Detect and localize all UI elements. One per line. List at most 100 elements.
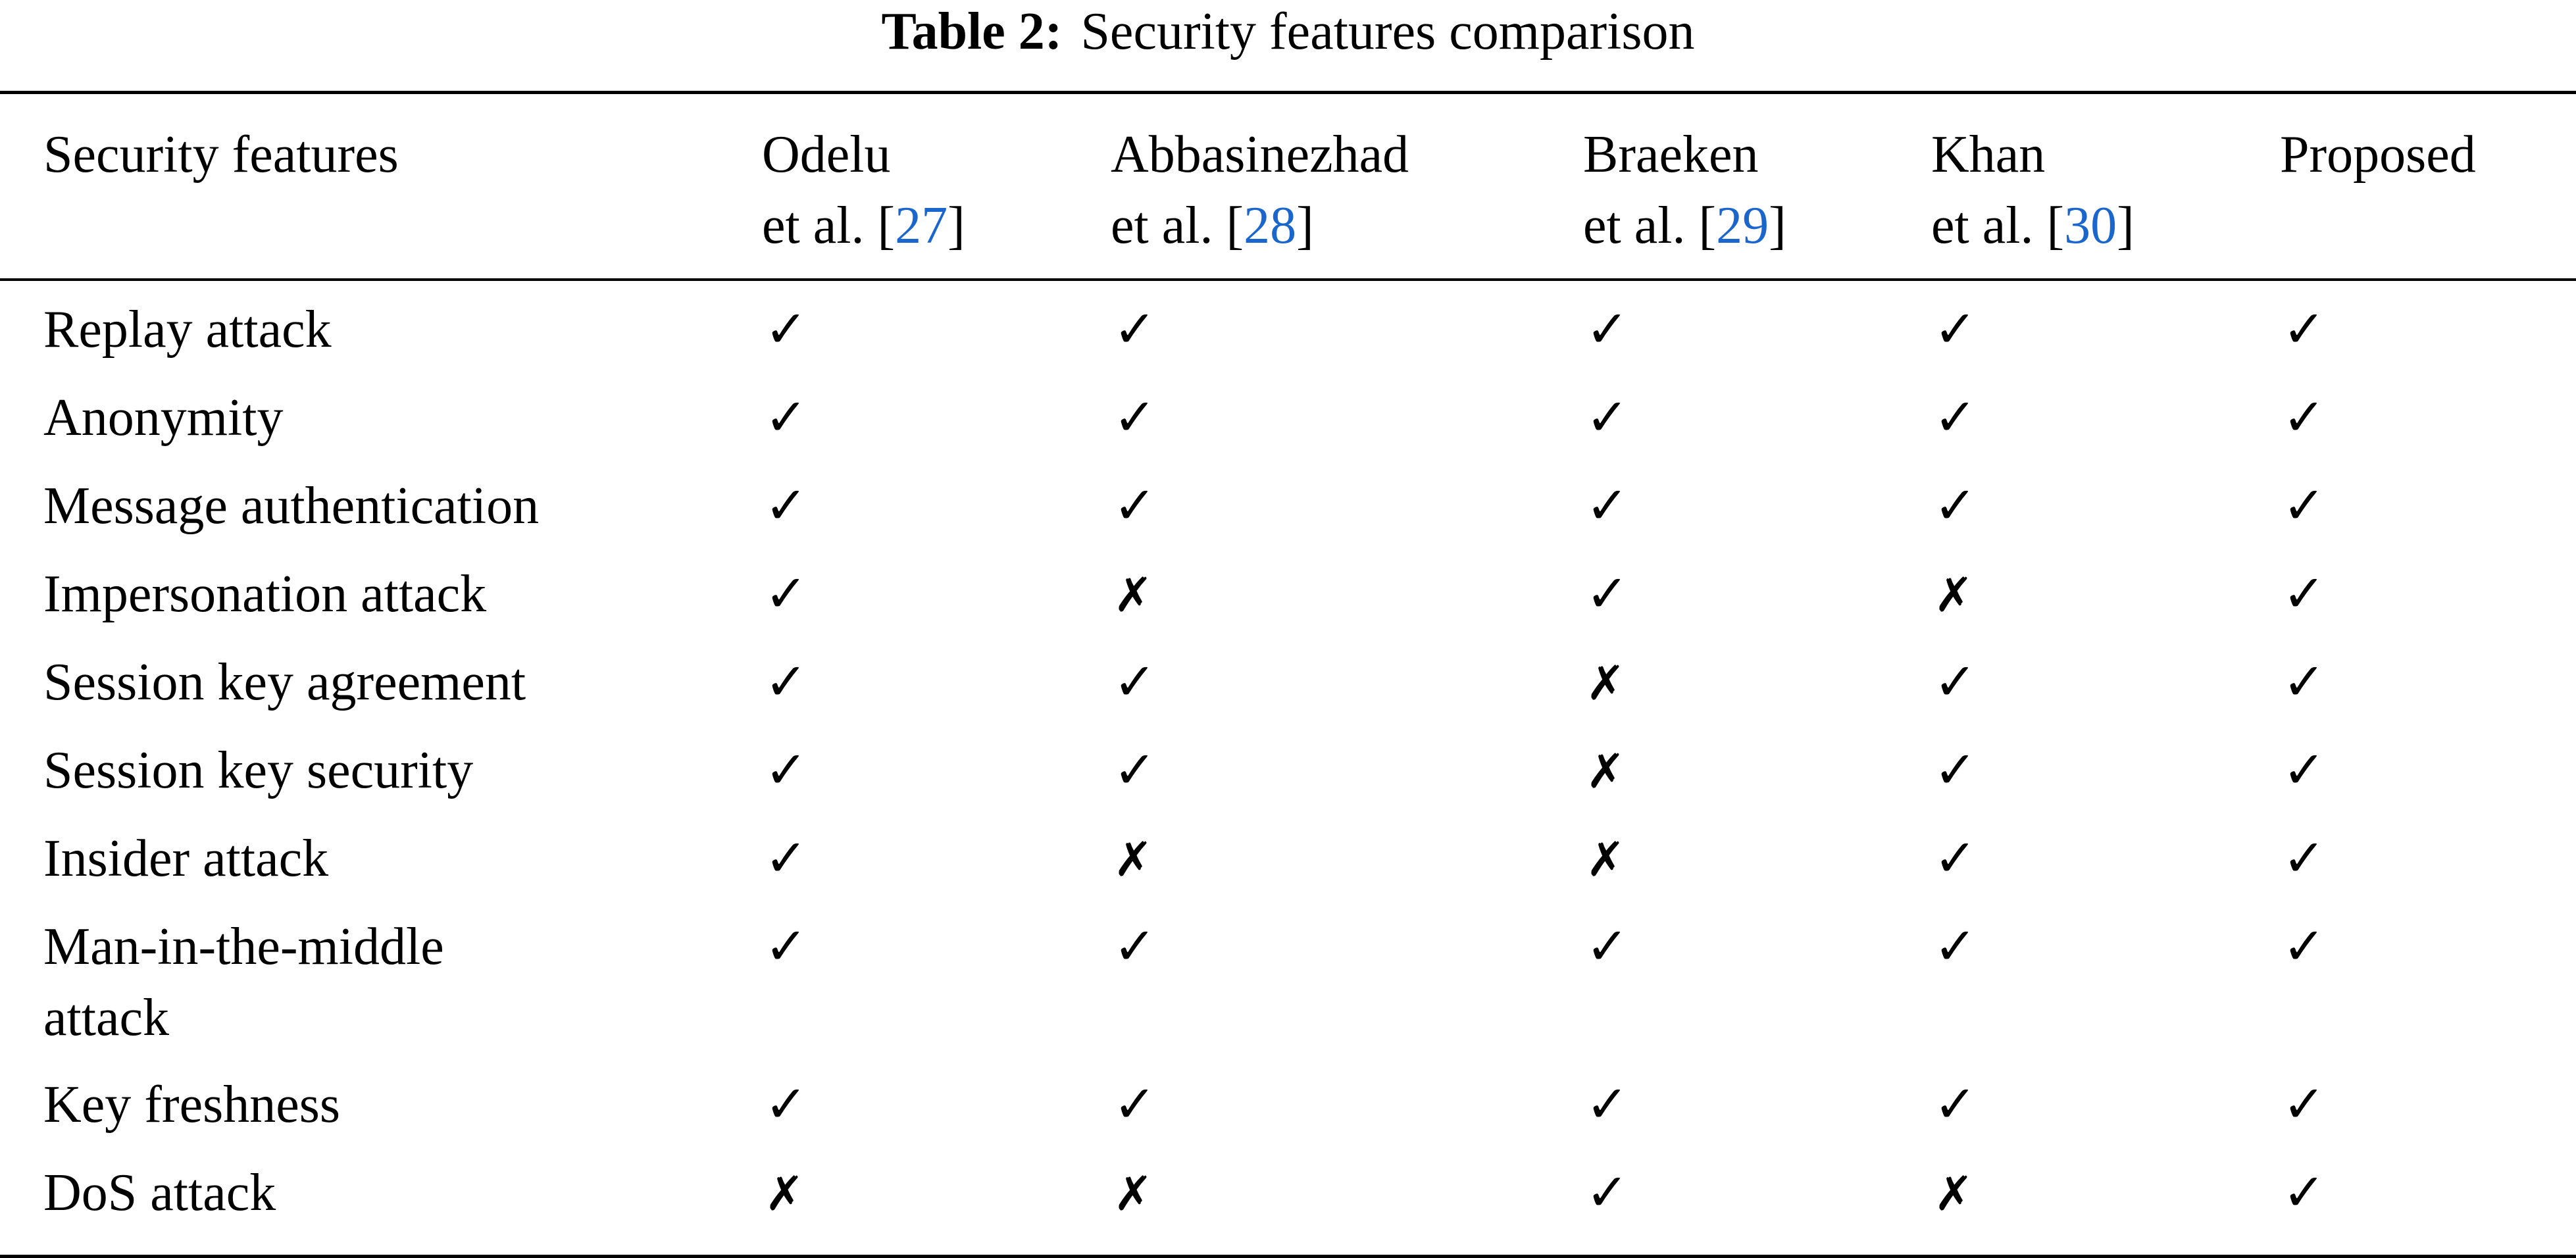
table-caption: Table 2: Security features comparison xyxy=(0,0,2576,63)
table-header: Security features Odelu et al. [27] Abba… xyxy=(0,92,2576,280)
checkmark-icon: ✓ xyxy=(2283,829,2326,888)
security-features-table: Security features Odelu et al. [27] Abba… xyxy=(0,91,2576,1258)
support-cell: ✓ xyxy=(2280,1069,2576,1157)
checkmark-icon: ✓ xyxy=(1113,1075,1157,1134)
header-row: Security features Odelu et al. [27] Abba… xyxy=(0,92,2576,280)
checkmark-icon: ✓ xyxy=(765,741,808,800)
header-citation: et al. [29] xyxy=(1583,197,1786,255)
support-cell: ✓ xyxy=(1931,1069,2280,1157)
feature-label: Session key agreement xyxy=(43,653,526,711)
table-row: Session key security✓✓✗✓✓ xyxy=(0,735,2576,823)
feature-label: Replay attack xyxy=(43,301,332,359)
cross-icon: ✗ xyxy=(765,1166,805,1221)
table-row: Message authentication✓✓✓✓✓ xyxy=(0,470,2576,559)
support-cell: ✗ xyxy=(1111,823,1583,911)
table-row: DoS attack ✗ ✗ ✓ ✗ ✓ xyxy=(0,1157,2576,1257)
support-cell: ✓ xyxy=(1111,382,1583,470)
checkmark-icon: ✓ xyxy=(1586,917,1629,976)
feature-cell: Replay attack xyxy=(0,280,762,382)
checkmark-icon: ✓ xyxy=(2283,476,2326,536)
checkmark-icon: ✓ xyxy=(765,653,808,712)
support-cell: ✗ xyxy=(1583,647,1931,735)
caption-label: Table 2: xyxy=(881,3,1063,61)
cross-icon: ✗ xyxy=(1586,743,1626,799)
caption-text: Security features comparison xyxy=(1080,3,1695,61)
header-abbasinezhad: Abbasinezhad et al. [28] xyxy=(1111,93,1583,280)
checkmark-icon: ✓ xyxy=(765,300,808,359)
feature-label: Message authentication xyxy=(43,477,540,535)
checkmark-icon: ✓ xyxy=(1586,1075,1629,1134)
feature-cell: Insider attack xyxy=(0,823,762,911)
feature-label: DoS attack xyxy=(43,1164,276,1222)
header-security-features: Security features xyxy=(0,93,762,280)
support-cell: ✓ xyxy=(2280,911,2576,1069)
feature-label: Insider attack xyxy=(43,830,329,888)
cross-icon: ✗ xyxy=(1934,567,1974,622)
checkmark-icon: ✓ xyxy=(1586,300,1629,359)
support-cell: ✗ xyxy=(762,1157,1111,1257)
feature-cell: Message authentication xyxy=(0,470,762,559)
support-cell: ✓ xyxy=(1931,470,2280,559)
support-cell: ✓ xyxy=(762,823,1111,911)
support-cell: ✓ xyxy=(762,1069,1111,1157)
header-proposed: Proposed xyxy=(2280,93,2576,280)
header-citation: et al. [30] xyxy=(1931,197,2134,255)
support-cell: ✓ xyxy=(1931,647,2280,735)
support-cell: ✓ xyxy=(2280,559,2576,647)
citation-link-28[interactable]: 28 xyxy=(1244,197,1297,255)
header-odelu: Odelu et al. [27] xyxy=(762,93,1111,280)
checkmark-icon: ✓ xyxy=(2283,300,2326,359)
support-cell: ✓ xyxy=(1583,1069,1931,1157)
support-cell: ✓ xyxy=(1583,280,1931,382)
citation-link-27[interactable]: 27 xyxy=(895,197,948,255)
support-cell: ✓ xyxy=(2280,280,2576,382)
checkmark-icon: ✓ xyxy=(2283,653,2326,712)
support-cell: ✓ xyxy=(762,559,1111,647)
cross-icon: ✗ xyxy=(1113,1166,1153,1221)
header-author: Odelu xyxy=(762,126,891,184)
checkmark-icon: ✓ xyxy=(1113,476,1157,536)
checkmark-icon: ✓ xyxy=(765,829,808,888)
header-label: Security features xyxy=(43,126,399,184)
checkmark-icon: ✓ xyxy=(2283,917,2326,976)
feature-cell: Session key agreement xyxy=(0,647,762,735)
header-citation: et al. [28] xyxy=(1111,197,1314,255)
feature-label: Impersonation attack xyxy=(43,565,487,623)
checkmark-icon: ✓ xyxy=(1934,741,1977,800)
checkmark-icon: ✓ xyxy=(765,476,808,536)
checkmark-icon: ✓ xyxy=(1586,565,1629,624)
citation-link-29[interactable]: 29 xyxy=(1716,197,1769,255)
checkmark-icon: ✓ xyxy=(1934,476,1977,536)
support-cell: ✓ xyxy=(762,382,1111,470)
support-cell: ✓ xyxy=(2280,470,2576,559)
checkmark-icon: ✓ xyxy=(765,388,808,447)
support-cell: ✓ xyxy=(1111,470,1583,559)
checkmark-icon: ✓ xyxy=(1113,653,1157,712)
support-cell: ✓ xyxy=(1583,382,1931,470)
feature-cell: DoS attack xyxy=(0,1157,762,1257)
support-cell: ✓ xyxy=(1931,823,2280,911)
checkmark-icon: ✓ xyxy=(1934,300,1977,359)
support-cell: ✓ xyxy=(2280,735,2576,823)
feature-label: Man-in-the-middle xyxy=(43,918,444,976)
header-label: Proposed xyxy=(2280,126,2476,184)
support-cell: ✓ xyxy=(762,911,1111,1069)
cross-icon: ✗ xyxy=(1113,567,1153,622)
checkmark-icon: ✓ xyxy=(1586,1163,1629,1222)
citation-link-30[interactable]: 30 xyxy=(2064,197,2117,255)
support-cell: ✗ xyxy=(1583,735,1931,823)
support-cell: ✓ xyxy=(1931,280,2280,382)
support-cell: ✓ xyxy=(2280,382,2576,470)
checkmark-icon: ✓ xyxy=(1113,388,1157,447)
checkmark-icon: ✓ xyxy=(765,1075,808,1134)
support-cell: ✓ xyxy=(2280,1157,2576,1257)
support-cell: ✓ xyxy=(1111,280,1583,382)
table-row: Replay attack✓✓✓✓✓ xyxy=(0,280,2576,382)
support-cell: ✗ xyxy=(1931,1157,2280,1257)
support-cell: ✓ xyxy=(1111,1069,1583,1157)
support-cell: ✗ xyxy=(1931,559,2280,647)
table-row: Key freshness✓✓✓✓✓ xyxy=(0,1069,2576,1157)
cross-icon: ✗ xyxy=(1934,1166,1974,1221)
feature-cell: Session key security xyxy=(0,735,762,823)
